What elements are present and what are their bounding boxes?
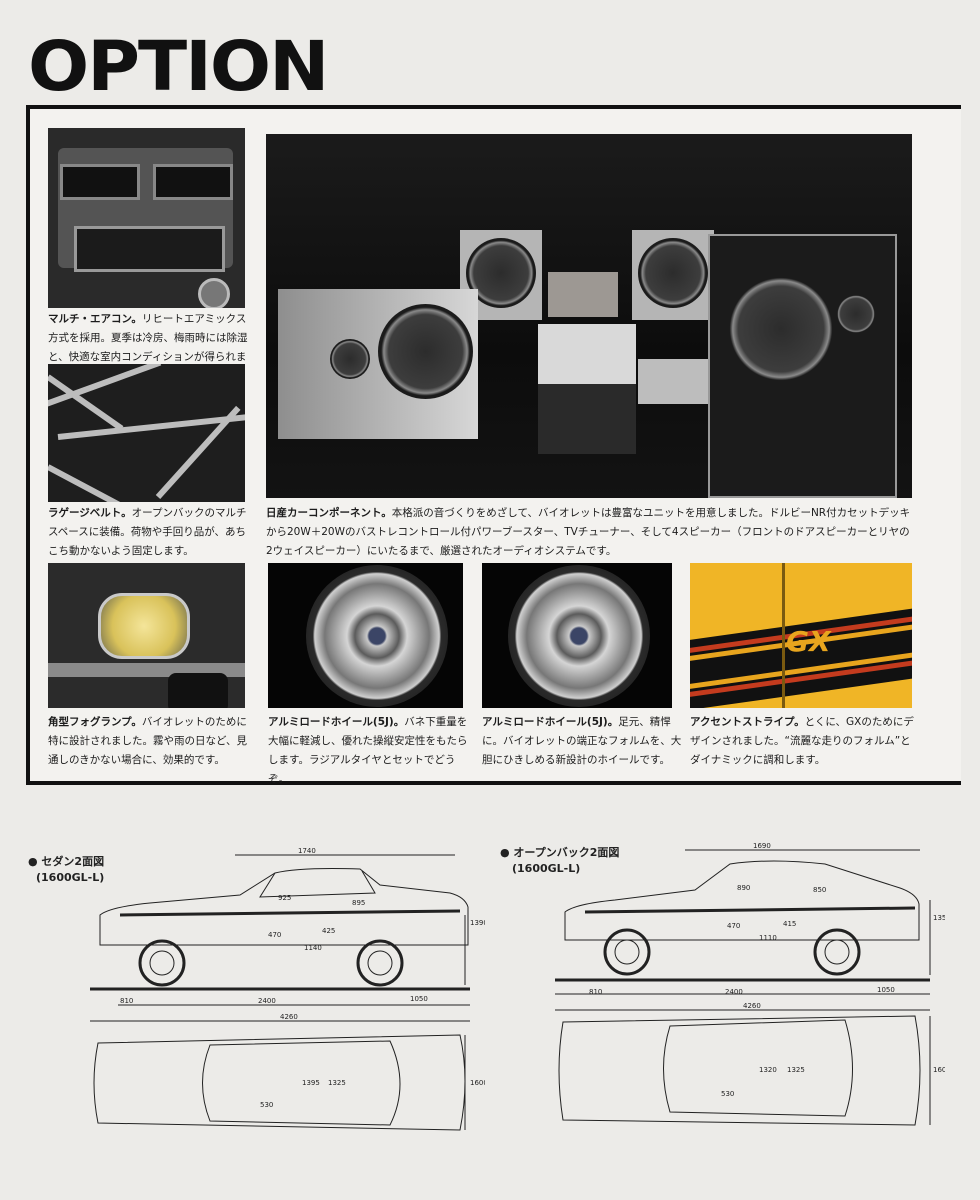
audio-caption-title: 日産カーコンポーネント。 [266,507,392,519]
wheel2-caption-title: アルミロードホイール(5J)。 [482,716,619,728]
svg-text:890: 890 [737,884,750,892]
wheel1-caption: アルミロードホイール(5J)。バネ下重量を大幅に軽減し、優れた操縦安定性をもたら… [268,713,473,789]
svg-text:1110: 1110 [759,934,777,942]
svg-text:1600: 1600 [933,1066,945,1074]
stripe-caption-body: とくに、GXのためにデザインされました。“流麗な走りのフォルム”とダイナミックに… [690,716,914,766]
openback-diagram: 1690 890 850 470 415 1110 1350 810 2400 … [555,842,945,1126]
svg-text:1325: 1325 [328,1079,346,1087]
svg-text:2400: 2400 [258,997,276,1005]
sedan-diagram-title: ● セダン2面図 (1600GL-L) [28,855,105,884]
aircon-caption-title: マルチ・エアコン。 [48,313,142,325]
svg-text:1600: 1600 [470,1079,485,1087]
openback-diagram-title: ● オープンバック2面図 (1600GL-L) [500,846,620,875]
svg-text:895: 895 [352,899,365,907]
fog-caption: 角型フォグランプ。バイオレットのために特に設計されました。霧や雨の日など、見通し… [48,713,253,770]
svg-text:1050: 1050 [410,995,428,1003]
luggage-belt-photo [48,364,245,502]
audio-caption: 日産カーコンポーネント。本格派の音づくりをめざして、バイオレットは豊富なユニット… [266,504,916,561]
fog-caption-title: 角型フォグランプ。 [48,716,142,728]
svg-text:1325: 1325 [787,1066,805,1074]
svg-text:925: 925 [278,894,291,902]
svg-text:1740: 1740 [298,847,316,855]
svg-text:2400: 2400 [725,988,743,996]
svg-text:1395: 1395 [302,1079,320,1087]
svg-text:415: 415 [783,920,796,928]
fog-lamp-photo [48,563,245,708]
page-title: OPTION [28,26,329,106]
gx-badge: GX [786,625,831,658]
svg-text:4260: 4260 [743,1002,761,1010]
fog-caption-body: バイオレットのために特に設計されました。霧や雨の日など、見通しのきかない場合に、… [48,716,247,766]
wheel2-caption-body: 足元、精悍に。バイオレットの端正なフォルムを、大胆にひきしめる新設計のホイールで… [482,716,682,766]
svg-text:850: 850 [813,886,826,894]
wheel1-caption-title: アルミロードホイール(5J)。 [268,716,405,728]
luggage-caption-body: オープンバックのマルチスペースに装備。荷物や手回り品が、あちこち動かないよう固定… [48,507,247,557]
aircon-photo [48,128,245,308]
svg-text:1390: 1390 [470,919,485,927]
luggage-caption-title: ラゲージベルト。 [48,507,132,519]
svg-text:425: 425 [322,927,335,935]
sedan-diagram: 1740 925 895 470 425 1140 1390 810 2400 … [90,847,485,1131]
svg-text:4260: 4260 [280,1013,298,1021]
svg-text:470: 470 [268,931,281,939]
svg-text:470: 470 [727,922,740,930]
svg-text:1140: 1140 [304,944,322,952]
svg-text:1350: 1350 [933,914,945,922]
wheel1-caption-body: バネ下重量を大幅に軽減し、優れた操縦安定性をもたらします。ラジアルタイヤとセット… [268,716,468,785]
svg-text:810: 810 [589,988,602,996]
svg-text:530: 530 [260,1101,273,1109]
luggage-caption: ラゲージベルト。オープンバックのマルチスペースに装備。荷物や手回り品が、あちこち… [48,504,248,561]
svg-text:1320: 1320 [759,1066,777,1074]
alloy-wheel-photo-1 [268,563,463,708]
wheel2-caption: アルミロードホイール(5J)。足元、精悍に。バイオレットの端正なフォルムを、大胆… [482,713,682,770]
stripe-caption: アクセントストライプ。とくに、GXのためにデザインされました。“流麗な走りのフォ… [690,713,915,770]
svg-text:1690: 1690 [753,842,771,850]
accent-stripe-photo: GX [690,563,912,708]
alloy-wheel-photo-2 [482,563,672,708]
svg-text:530: 530 [721,1090,734,1098]
car-audio-photo [266,134,912,498]
svg-text:810: 810 [120,997,133,1005]
svg-text:1050: 1050 [877,986,895,994]
audio-caption-body: 本格派の音づくりをめざして、バイオレットは豊富なユニットを用意しました。ドルビー… [266,507,911,557]
stripe-caption-title: アクセントストライプ。 [690,716,805,728]
